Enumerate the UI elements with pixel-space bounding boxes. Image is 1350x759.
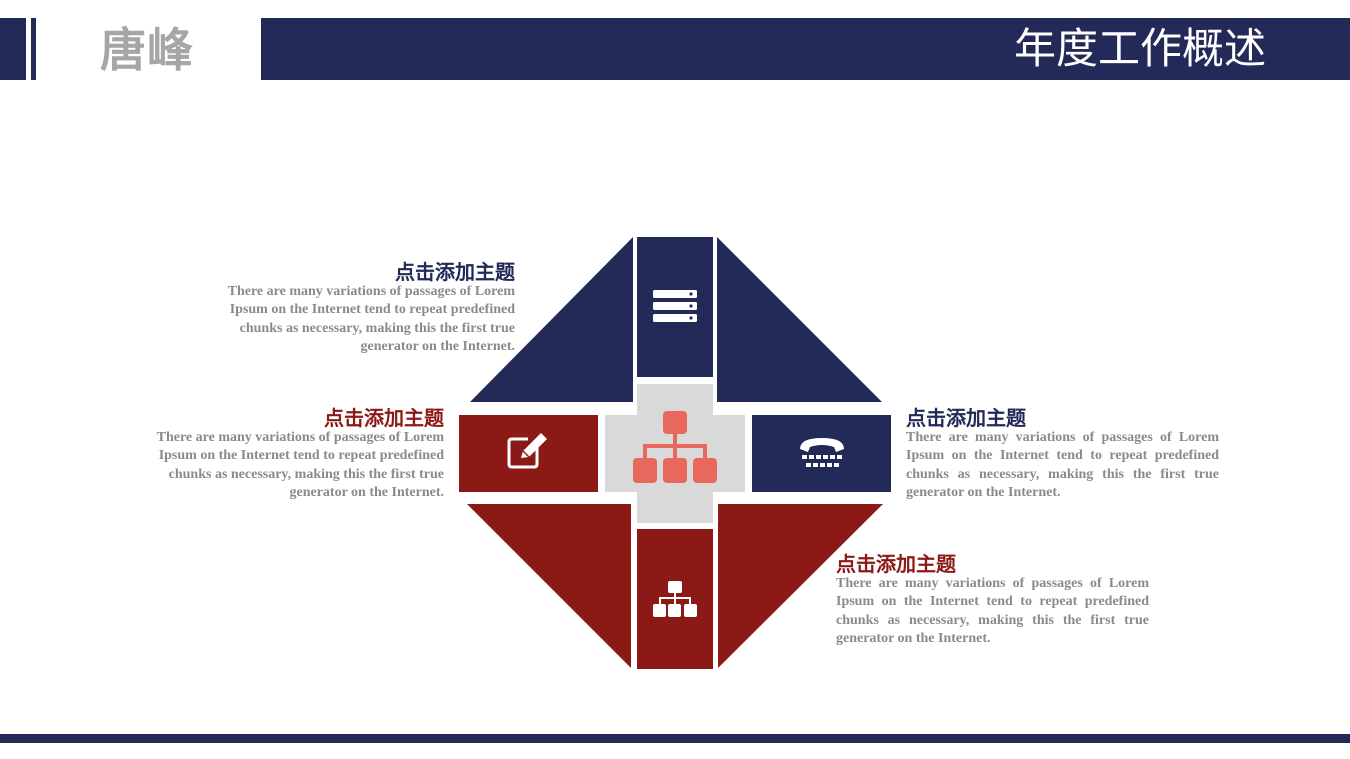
hierarchy-icon [653, 581, 697, 617]
edit-icon [507, 433, 547, 469]
telephone-icon [800, 438, 844, 467]
topic-body-middle-left: There are many variations of passages of… [156, 430, 444, 501]
topic-heading-middle-left[interactable]: 点击添加主题 [324, 406, 444, 430]
topic-body-top-left: There are many variations of passages of… [227, 284, 515, 355]
page-title: 年度工作概述 [1013, 24, 1266, 73]
brand-name: 唐峰 [100, 23, 194, 77]
quadrant-diagram [459, 237, 891, 669]
topic-body-bottom-right: There are many variations of passages of… [836, 576, 1149, 647]
bottom-left-triangle [467, 504, 631, 668]
topic-body-middle-right: There are many variations of passages of… [906, 430, 1219, 501]
right-block [752, 415, 891, 492]
bottom-right-triangle [718, 504, 883, 668]
header-bar [261, 18, 1350, 80]
header-bar-left [0, 18, 26, 80]
top-right-triangle [717, 237, 882, 402]
topic-heading-middle-right[interactable]: 点击添加主题 [906, 406, 1026, 430]
org-chart-icon [633, 411, 717, 483]
header-bar-divider [31, 18, 36, 80]
server-icon [653, 290, 697, 322]
topic-heading-bottom-right[interactable]: 点击添加主题 [836, 552, 956, 576]
topic-heading-top-left[interactable]: 点击添加主题 [395, 260, 515, 284]
top-left-triangle [470, 237, 633, 402]
footer-bar [0, 734, 1350, 743]
